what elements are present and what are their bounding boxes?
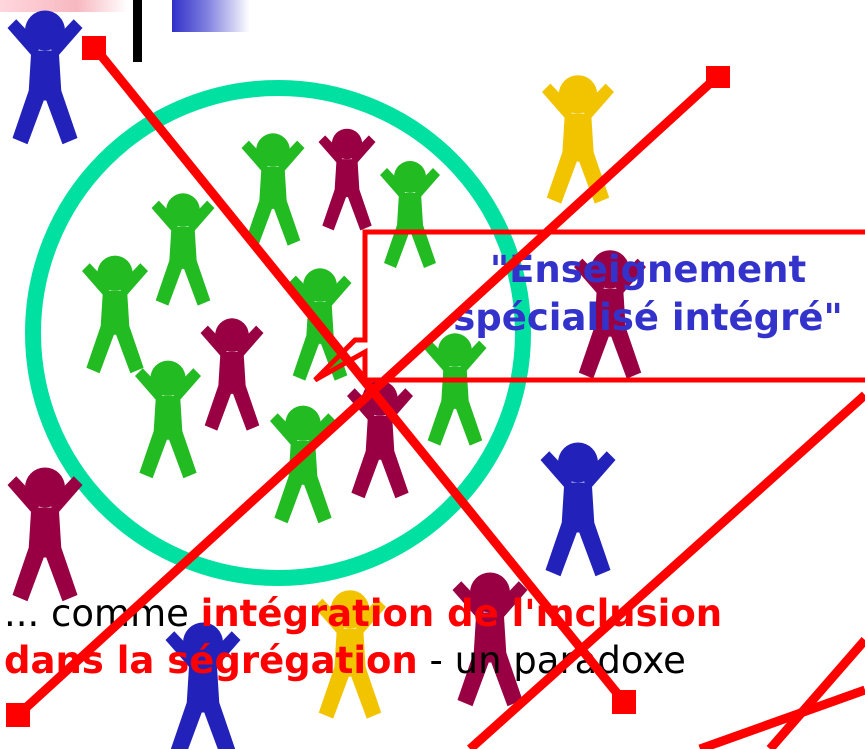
caption-line-2: dans la ségrégation - un paradoxe [4, 637, 722, 684]
person-maroon [318, 128, 376, 231]
person-yellow [542, 75, 614, 204]
callout-label: "Enseignement spécialisé intégré" [368, 246, 865, 342]
person-blue [540, 442, 616, 577]
caption-highlight-1: intégration de l'inclusion [200, 592, 723, 635]
caption-highlight-2: dans la ségrégation [4, 639, 418, 682]
caption-line-1: ... comme intégration de l'inclusion [4, 590, 722, 637]
callout-line-2: spécialisé intégré" [453, 296, 843, 339]
person-green [241, 133, 305, 246]
person-maroon [7, 467, 83, 602]
decorative-pink-gradient [0, 0, 128, 12]
decorative-blue-gradient [172, 0, 250, 32]
callout-line-1: "Enseignement [489, 248, 807, 291]
person-green [135, 360, 201, 479]
person-green [151, 193, 215, 306]
caption-prefix: ... comme [4, 592, 201, 635]
person-maroon [200, 318, 264, 431]
person-maroon [347, 380, 413, 499]
decorative-black-bar [133, 0, 142, 62]
person-green [270, 405, 336, 524]
caption-suffix: - un paradoxe [417, 639, 686, 682]
person-green [423, 333, 487, 446]
person-blue [7, 10, 83, 145]
caption: ... comme intégration de l'inclusion dan… [4, 590, 722, 684]
person-green [82, 255, 148, 374]
